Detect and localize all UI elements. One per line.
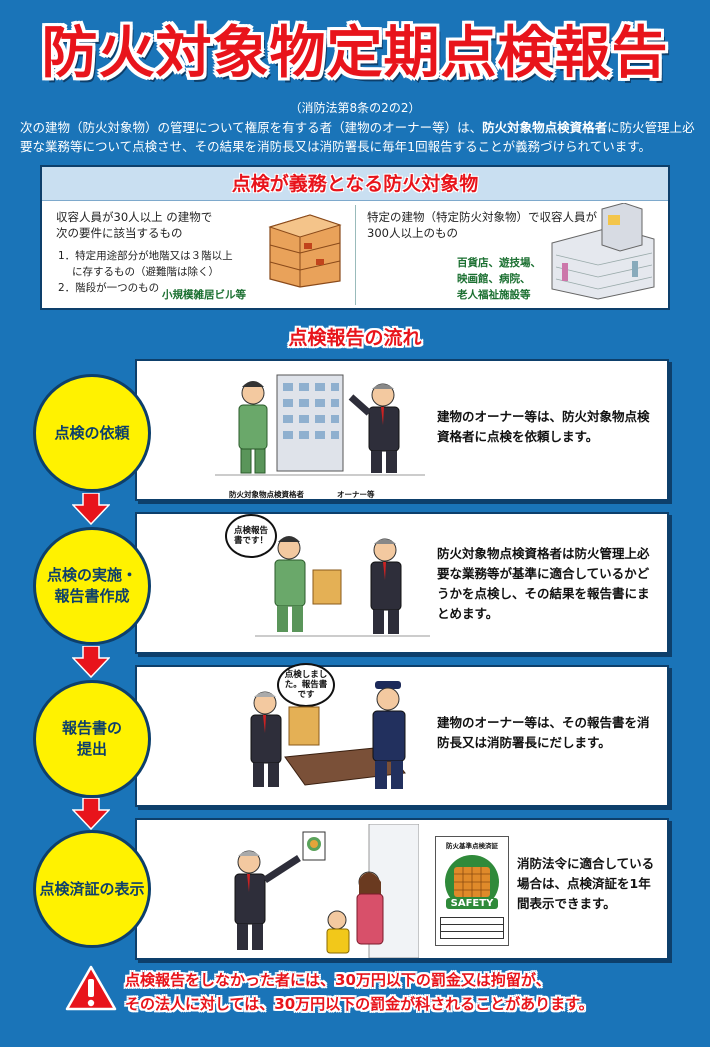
step-desc-1: 建物のオーナー等は、防火対象物点検資格者に点検を依頼します。 <box>437 409 650 444</box>
step-panel-3: 点検しました。報告書です 建物のオーナー等は、その報告書を消防長又は消防署長にだ… <box>135 663 669 807</box>
left-item2: 2．階段が一つのもの <box>58 282 160 294</box>
small-building-illustration <box>268 214 342 288</box>
targets-divider <box>355 205 356 305</box>
flow-title: 点検報告の流れ <box>288 327 422 349</box>
step-label-4a: 点検済証の表示 <box>39 879 145 898</box>
left-note: 小規模雑居ビル等 <box>162 289 246 301</box>
certificate-display-illustration <box>234 824 419 958</box>
step-circle-4: 点検済証の表示 <box>33 830 151 948</box>
targets-left-column: 収容人員が30人以上 の建物で 次の要件に該当するもの 1．特定用途部分が地階又… <box>56 209 356 297</box>
intro-part2: に防火管理上必要な業務等について点検させ、その結果を消防長又は消防署長に毎年1回… <box>20 120 695 154</box>
large-building-illustration <box>551 203 655 300</box>
right-ex2: 映画館、病院、 <box>457 273 531 285</box>
left-line2: 次の要件に該当するもの <box>56 226 183 240</box>
caption-inspector: 防火対象物点検資格者 <box>229 490 304 499</box>
caption-owner: オーナー等 <box>337 490 375 499</box>
law-reference: （消防法第8条の2の2） <box>289 101 421 115</box>
right-ex1: 百貨店、遊技場、 <box>457 257 541 269</box>
step-label-3a: 報告書の <box>61 719 122 737</box>
targets-heading: 点検が義務となる防火対象物 <box>42 167 668 201</box>
step-label-3b: 提出 <box>76 740 107 758</box>
request-illustration <box>215 374 425 476</box>
penalty-warning: 点検報告をしなかった者には、30万円以下の罰金又は拘留が、 その法人に対しては、… <box>55 963 695 1033</box>
step-desc-2: 防火対象物点検資格者は防火管理上必要な業務等が基準に適合しているかどうかを点検し… <box>437 546 650 621</box>
intro-text: 次の建物（防火対象物）の管理について権原を有する者（建物のオーナー等）は、防火対… <box>20 118 695 156</box>
targets-box: 点検が義務となる防火対象物 収容人員が30人以上 の建物で 次の要件に該当するも… <box>40 165 670 310</box>
left-item1a: 1．特定用途部分が地階又は３階以上 <box>58 250 233 262</box>
step-desc-3: 建物のオーナー等は、その報告書を消防長又は消防署長にだします。 <box>437 715 650 750</box>
step-panel-2: 点検報告書です！ 防火対象物点検資格者は防火管理上必要な業務等が基準に適合してい… <box>135 512 669 654</box>
left-line1: 収容人員が30人以上 の建物で <box>56 210 213 224</box>
speech-bubble-2: 点検報告書です！ <box>225 514 277 558</box>
flow-arrow-3 <box>72 798 110 830</box>
submit-illustration <box>250 681 406 789</box>
targets-right-column: 特定の建物（特定防火対象物）で収容人員が 300人以上のもの 百貨店、遊技場、 … <box>367 209 667 303</box>
intro-bold: 防火対象物点検資格者 <box>482 120 608 135</box>
step-label-1a: 点検の依頼 <box>54 423 130 442</box>
step-circle-3: 報告書の提出 <box>33 680 151 798</box>
warning-line2: その法人に対しては、30万円以下の罰金が科されることがあります。 <box>125 995 594 1013</box>
right-ex3: 老人福祉施設等 <box>457 289 531 301</box>
sticker-emblem <box>445 855 499 909</box>
intro-part1: 次の建物（防火対象物）の管理について権原を有する者（建物のオーナー等）は、 <box>20 120 483 135</box>
flow-arrow-2 <box>72 646 110 678</box>
step-circle-2: 点検の実施・報告書作成 <box>33 527 151 645</box>
step-label-2b: 報告書作成 <box>54 587 130 605</box>
inspection-illustration <box>255 536 430 637</box>
warning-icon <box>65 965 117 1011</box>
sticker-title: 防火基準点検済証 <box>446 842 498 850</box>
speech-bubble-3: 点検しました。報告書です <box>277 663 335 707</box>
certificate-sticker: 防火基準点検済証 SAFETY <box>435 836 509 946</box>
warning-line1: 点検報告をしなかった者には、30万円以下の罰金又は拘留が、 <box>125 971 551 989</box>
step-desc-4: 消防法令に適合している場合は、点検済証を1年間表示できます。 <box>517 856 655 911</box>
sticker-word: SAFETY <box>446 898 498 909</box>
sticker-table <box>440 917 504 939</box>
left-item1b: に存するもの（避難階は除く） <box>72 266 219 278</box>
flow-arrow-1 <box>72 493 110 525</box>
step-panel-4: 防火基準点検済証 SAFETY 消防法令に適合している場合は、点検済証を1年間表… <box>135 818 669 960</box>
page-title: 防火対象物定期点検報告 <box>41 21 669 86</box>
right-line1: 特定の建物（特定防火対象物）で収容人員が <box>367 210 597 224</box>
step-panel-1: 防火対象物点検資格者 オーナー等 建物のオーナー等は、防火対象物点検資格者に点検… <box>135 359 669 501</box>
right-line2: 300人以上のもの <box>367 226 458 240</box>
step-circle-1: 点検の依頼 <box>33 374 151 492</box>
step-label-2a: 点検の実施・ <box>46 566 137 584</box>
warning-text: 点検報告をしなかった者には、30万円以下の罰金又は拘留が、 その法人に対しては、… <box>125 968 705 1016</box>
